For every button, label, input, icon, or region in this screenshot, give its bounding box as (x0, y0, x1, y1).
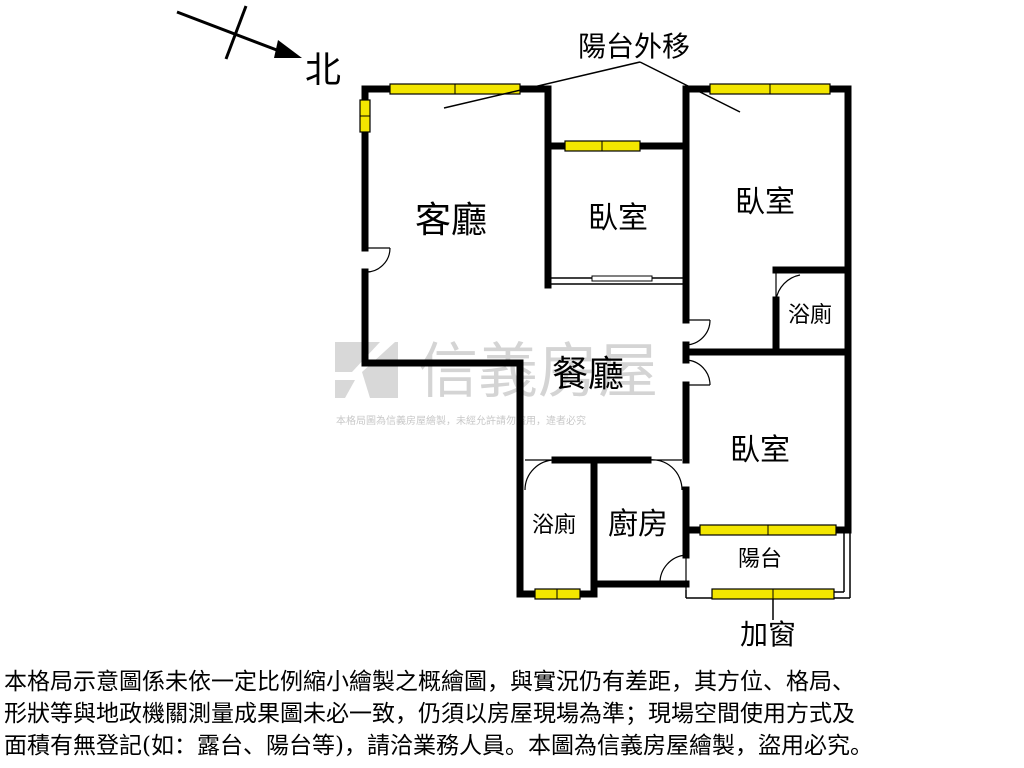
sliding-door (548, 275, 686, 285)
door (647, 459, 683, 491)
disclaimer-line: 面積有無登記(如：露台、陽台等)，請洽業務人員。本圖為信義房屋繪製，盜用必究。 (4, 733, 873, 759)
watermark-brand: 信義房屋 (418, 337, 658, 407)
room-bathroom-lower: 浴廁 (532, 513, 576, 538)
windows (359, 83, 837, 600)
doors (364, 247, 801, 590)
room-living-room: 客廳 (415, 200, 487, 241)
door (524, 459, 556, 491)
room-kitchen: 廚房 (608, 507, 668, 542)
disclaimer: 本格局示意圖係未依一定比例縮小繪製之概繪圖，與實況仍有差距，其方位、格局、 形狀… (4, 666, 1020, 762)
north-arrow-icon (274, 40, 302, 58)
balcony-outline (685, 530, 851, 599)
room-balcony: 陽台 (738, 547, 782, 572)
north-compass: 北 (176, 5, 341, 91)
room-bedroom-lower: 臥室 (730, 433, 790, 468)
watermark-notice: 本格局圖為信義房屋繪製，未經允許請勿盜用，違者必究 (336, 414, 586, 427)
floor-plan: 信義房屋 本格局圖為信義房屋繪製，未經允許請勿盜用，違者必究 北 (176, 5, 852, 651)
door (685, 359, 711, 386)
room-bathroom-right: 浴廁 (788, 303, 832, 328)
door (685, 319, 711, 346)
added-window-note: 加窗 (740, 618, 796, 651)
disclaimer-line: 形狀等與地政機關測量成果圖未必一致，仍須以房屋現場為準；現場空間使用方式及 (4, 701, 855, 727)
room-bedroom-small: 臥室 (588, 201, 648, 236)
room-bedroom-right: 臥室 (735, 185, 795, 220)
room-dining: 餐廳 (552, 354, 624, 395)
watermark-logo (335, 342, 398, 398)
balcony-moved-note: 陽台外移 (578, 30, 690, 63)
door (775, 270, 801, 301)
door (364, 247, 391, 273)
door (659, 554, 687, 590)
north-label: 北 (305, 50, 341, 91)
disclaimer-line: 本格局示意圖係未依一定比例縮小繪製之概繪圖，與實況仍有差距，其方位、格局、 (4, 669, 855, 695)
annotation-leaders (443, 61, 774, 620)
